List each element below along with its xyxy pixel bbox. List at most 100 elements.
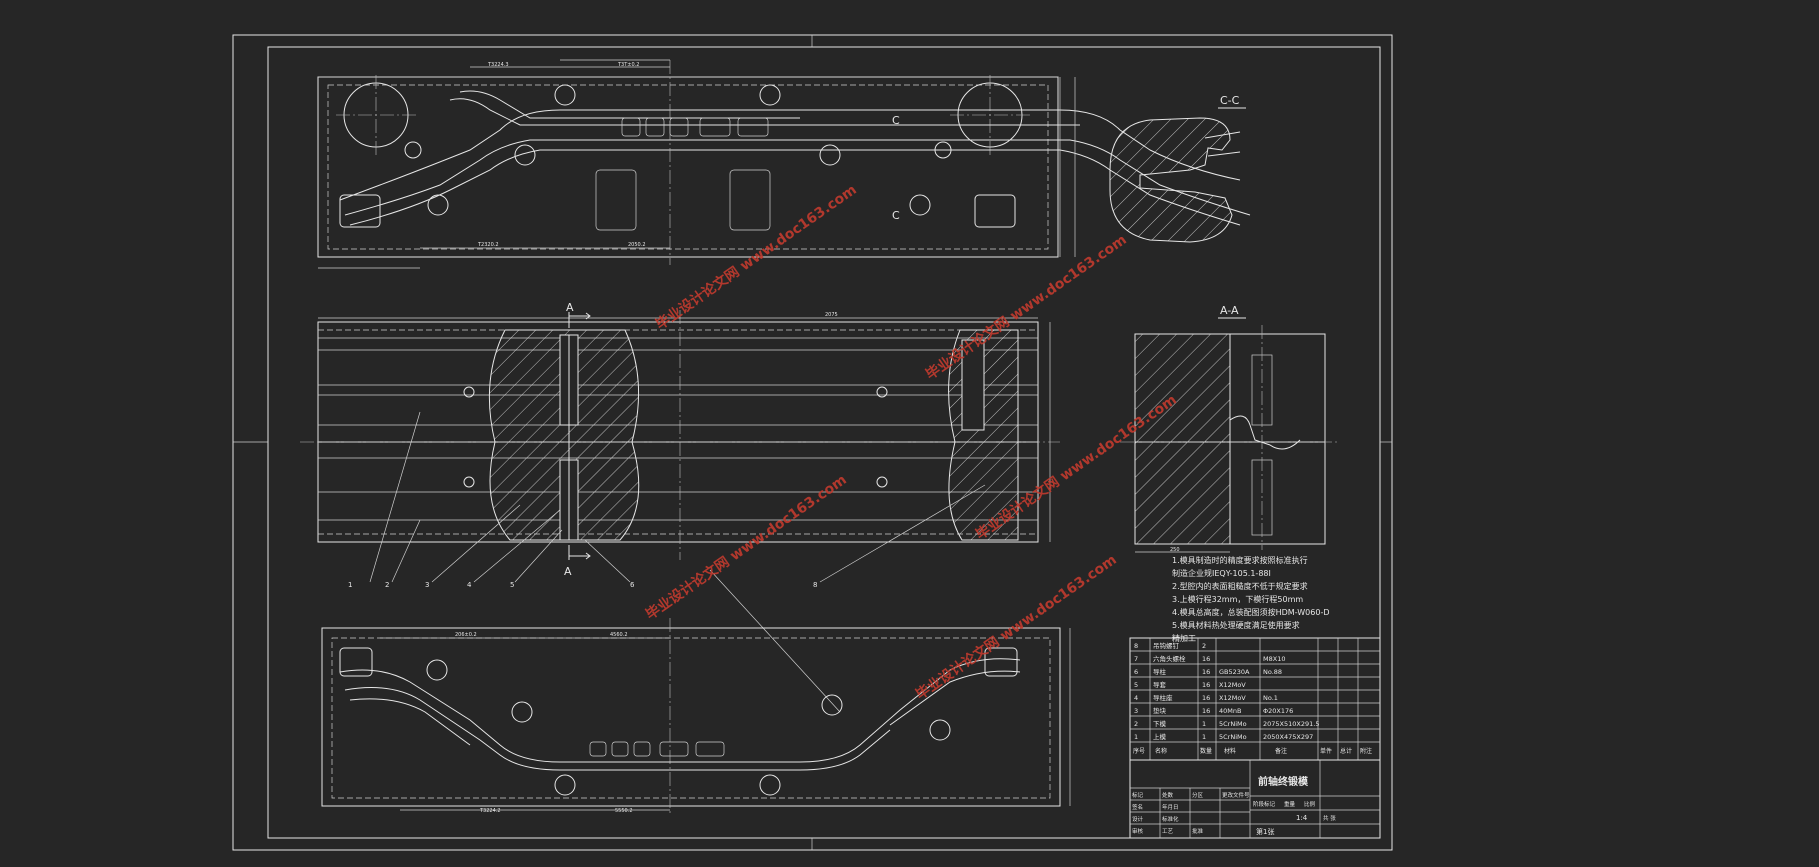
title-block-label: 重量 xyxy=(1284,800,1296,808)
bottom-view: 206±0.2 4560.2 T3224.2 5550.2 xyxy=(321,618,1071,815)
front-view: 2075 xyxy=(300,310,1060,713)
marker-a-top: A xyxy=(566,301,574,314)
bom-cell-name: 吊钩螺钉 xyxy=(1153,641,1180,650)
watermark: 毕业设计论文网 www.doc163.com xyxy=(923,231,1130,383)
svg-text:T2320.2: T2320.2 xyxy=(477,242,499,248)
title-block-label: 工艺 xyxy=(1162,828,1174,835)
part-label: 2 xyxy=(385,581,389,589)
bom-cell-no: 5 xyxy=(1134,681,1138,689)
marker-a-bottom: A xyxy=(564,565,572,578)
bom-cell-name: 垫块 xyxy=(1153,706,1167,715)
svg-text:T3224.2: T3224.2 xyxy=(479,808,501,814)
bom-header-cell: 单件 xyxy=(1320,747,1332,755)
title-block-label: 标准化 xyxy=(1162,815,1179,823)
title-block-label: 标记 xyxy=(1132,791,1144,799)
bom-header-cell: 备注 xyxy=(1275,747,1287,755)
drawing-title: 前轴终锻模 xyxy=(1258,775,1309,788)
bom-cell-material: X12MoV xyxy=(1219,681,1246,689)
bom-header-cell: 数量 xyxy=(1200,747,1212,755)
bom-cell-spec: Φ20X176 xyxy=(1263,707,1293,715)
note-line: 3.上模行程32mm，下模行程50mm xyxy=(1172,594,1303,604)
part-label: 6 xyxy=(630,581,635,589)
section-aa-title: A-A xyxy=(1220,304,1239,317)
bom-cell-spec: No.1 xyxy=(1263,694,1278,702)
note-line: 5.模具材料热处理硬度满足使用要求 xyxy=(1172,620,1300,630)
bom-cell-material: 40MnB xyxy=(1219,707,1241,715)
drawing-scale: 1:4 xyxy=(1296,814,1308,822)
marker-c-bottom: C xyxy=(892,209,900,222)
title-block-label: 设计 xyxy=(1132,815,1144,823)
bom-header-cell: 材料 xyxy=(1224,747,1236,755)
title-block-label: 分区 xyxy=(1192,791,1204,799)
section-cc-title: C-C xyxy=(1220,94,1240,107)
title-block-label: 审核 xyxy=(1132,827,1144,835)
svg-text:T3T±0.2: T3T±0.2 xyxy=(617,62,639,68)
bom-cell-no: 2 xyxy=(1134,720,1138,728)
bom-cell-material: X12MoV xyxy=(1219,694,1246,702)
bom-cell-qty: 16 xyxy=(1202,681,1210,689)
bom-cell-no: 3 xyxy=(1134,707,1138,715)
note-line: 2.型腔内的表面粗糙度不低于规定要求 xyxy=(1172,581,1308,591)
note-line: 制造企业规IEQY-105.1-88I xyxy=(1172,568,1271,578)
svg-text:206±0.2: 206±0.2 xyxy=(455,632,477,638)
bom-cell-qty: 16 xyxy=(1202,655,1210,663)
svg-text:250: 250 xyxy=(1170,547,1180,553)
section-aa-view: 250 xyxy=(1120,325,1340,553)
bom-cell-no: 7 xyxy=(1134,655,1138,663)
title-block-label: 更改文件号 xyxy=(1222,791,1250,799)
bom-cell-no: 4 xyxy=(1134,694,1138,702)
part-label: 1 xyxy=(348,581,352,589)
svg-text:4560.2: 4560.2 xyxy=(610,632,628,638)
part-label: 4 xyxy=(467,581,472,589)
title-block-label: 签名 xyxy=(1132,803,1143,811)
sheet-inner-border xyxy=(267,46,1381,839)
bom-cell-name: 上模 xyxy=(1153,732,1167,741)
bom-table xyxy=(1129,637,1381,761)
bom-cell-name: 导柱座 xyxy=(1153,693,1173,702)
bom-cell-no: 8 xyxy=(1134,642,1138,650)
part-number-labels: 1 2 3 4 5 6 8 xyxy=(348,581,817,589)
sheet-outer-border xyxy=(232,34,1393,851)
svg-text:5550.2: 5550.2 xyxy=(615,808,633,814)
bom-header-cell: 附注 xyxy=(1360,747,1372,755)
bom-header-cell: 序号 xyxy=(1133,747,1145,755)
title-block-labels: 标记 处数 分区 更改文件号签名 年月日设计 标准化审核 工艺 批准 阶段标记重量比例共 张 xyxy=(1132,791,1336,835)
note-line: 1.模具制造时的精度要求按照标准执行 xyxy=(1172,555,1308,565)
bom-cell-name: 下模 xyxy=(1153,719,1167,728)
bom-cell-name: 导套 xyxy=(1153,680,1167,689)
bom-cell-qty: 16 xyxy=(1202,694,1210,702)
bom-cell-spec: M8X10 xyxy=(1263,655,1285,663)
bom-cell-qty: 1 xyxy=(1202,733,1206,741)
bom-cell-name: 导柱 xyxy=(1153,667,1167,676)
bom-cell-qty: 1 xyxy=(1202,720,1206,728)
svg-text:2050.2: 2050.2 xyxy=(628,242,646,248)
watermark: 毕业设计论文网 www.doc163.com xyxy=(643,471,850,623)
bom-header-cell: 总计 xyxy=(1340,747,1352,755)
title-block-label: 共 张 xyxy=(1323,814,1336,822)
note-line: 4.模具总高度，总装配图须按HDM-W060-D xyxy=(1172,607,1330,617)
bom-cell-qty: 2 xyxy=(1202,642,1206,650)
bom-header-cell: 名称 xyxy=(1155,747,1167,755)
marker-c-top: C xyxy=(892,114,900,127)
title-block xyxy=(1129,759,1381,839)
bom-cell-no: 1 xyxy=(1134,733,1138,741)
title-block-label: 阶段标记 xyxy=(1253,800,1276,808)
part-label: 3 xyxy=(425,581,429,589)
watermark: 毕业设计论文网 www.doc163.com xyxy=(913,551,1120,703)
part-label: 8 xyxy=(813,581,817,589)
technical-notes: 1.模具制造时的精度要求按照标准执行 制造企业规IEQY-105.1-88I 2… xyxy=(1172,555,1330,643)
bom-cell-qty: 16 xyxy=(1202,668,1210,676)
title-block-label: 处数 xyxy=(1162,791,1174,799)
bom-cell-material: 5CrNiMo xyxy=(1219,733,1247,741)
svg-text:T3224.3: T3224.3 xyxy=(487,62,509,68)
title-block-label: 年月日 xyxy=(1162,803,1179,811)
svg-text:2075: 2075 xyxy=(825,312,838,318)
bom-cell-material: 5CrNiMo xyxy=(1219,720,1247,728)
title-block-label: 比例 xyxy=(1304,800,1316,808)
bom-cell-spec: No.88 xyxy=(1263,668,1282,676)
title-block-label: 批准 xyxy=(1192,827,1204,835)
bom-cell-material: GB5230A xyxy=(1219,668,1250,676)
